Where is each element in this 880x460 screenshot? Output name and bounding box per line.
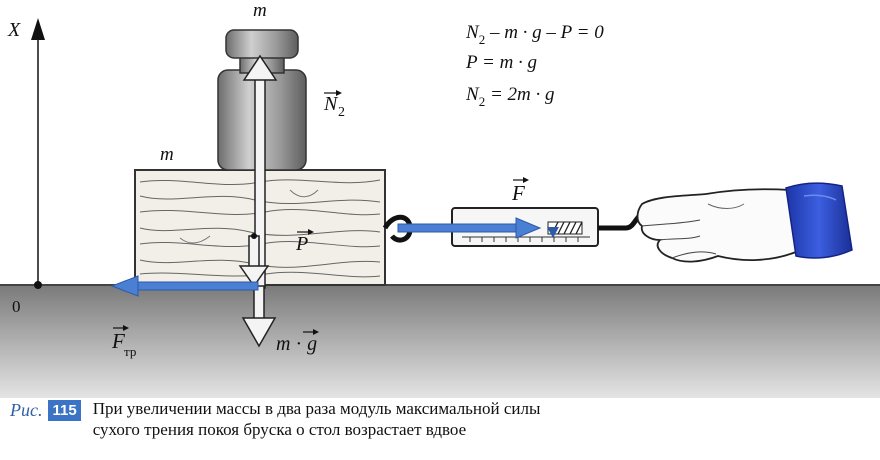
friction-force-label: F тр xyxy=(111,325,136,359)
pull-force-arrow xyxy=(397,217,542,239)
svg-text:N: N xyxy=(323,93,339,115)
weight-force-label: P xyxy=(295,229,314,255)
friction-force-arrow xyxy=(110,275,259,297)
normal-force-label: N 2 xyxy=(323,90,345,120)
equations: N2 – m · g – P = 0 P = m · g N2 = 2m · g xyxy=(465,22,604,109)
svg-text:2: 2 xyxy=(338,105,345,120)
caption-number-badge: 115 xyxy=(48,400,81,421)
svg-text:тр: тр xyxy=(124,344,136,359)
caption-label: Рис. xyxy=(10,400,43,420)
figure-caption: Рис. 115 При увеличении массы в два раза… xyxy=(10,398,870,440)
gravity-force-arrow xyxy=(241,285,277,348)
origin-dot xyxy=(34,281,42,289)
equation-2: P = m · g xyxy=(465,52,537,73)
svg-text:F: F xyxy=(111,329,125,353)
x-axis-label: X xyxy=(7,19,21,41)
block-mass-label: m xyxy=(160,144,174,165)
caption-text: При увеличении массы в два раза модуль м… xyxy=(93,398,733,440)
normal-force-arrow xyxy=(242,54,278,289)
shirt-cuff xyxy=(785,182,853,259)
friction-diagram: X 0 m m N 2 P xyxy=(0,0,880,398)
caption-line-2: сухого трения покоя бруска о стол возрас… xyxy=(92,420,467,439)
hand xyxy=(636,188,797,263)
gravity-force-label: m · g xyxy=(276,329,319,355)
pull-force-label: F xyxy=(511,177,529,205)
svg-text:F: F xyxy=(511,181,525,205)
equation-1: N2 – m · g – P = 0 xyxy=(465,22,604,47)
svg-text:m · g: m · g xyxy=(276,333,317,355)
weight-mass-label: m xyxy=(253,0,267,21)
origin-label: 0 xyxy=(12,297,21,316)
table-surface xyxy=(0,285,880,398)
weight-force-arrow xyxy=(238,233,270,288)
x-axis-arrowhead xyxy=(31,18,45,40)
equation-3: N2 = 2m · g xyxy=(465,84,554,109)
svg-text:P: P xyxy=(295,233,308,255)
caption-line-1: При увеличении массы в два раза модуль м… xyxy=(92,399,541,418)
